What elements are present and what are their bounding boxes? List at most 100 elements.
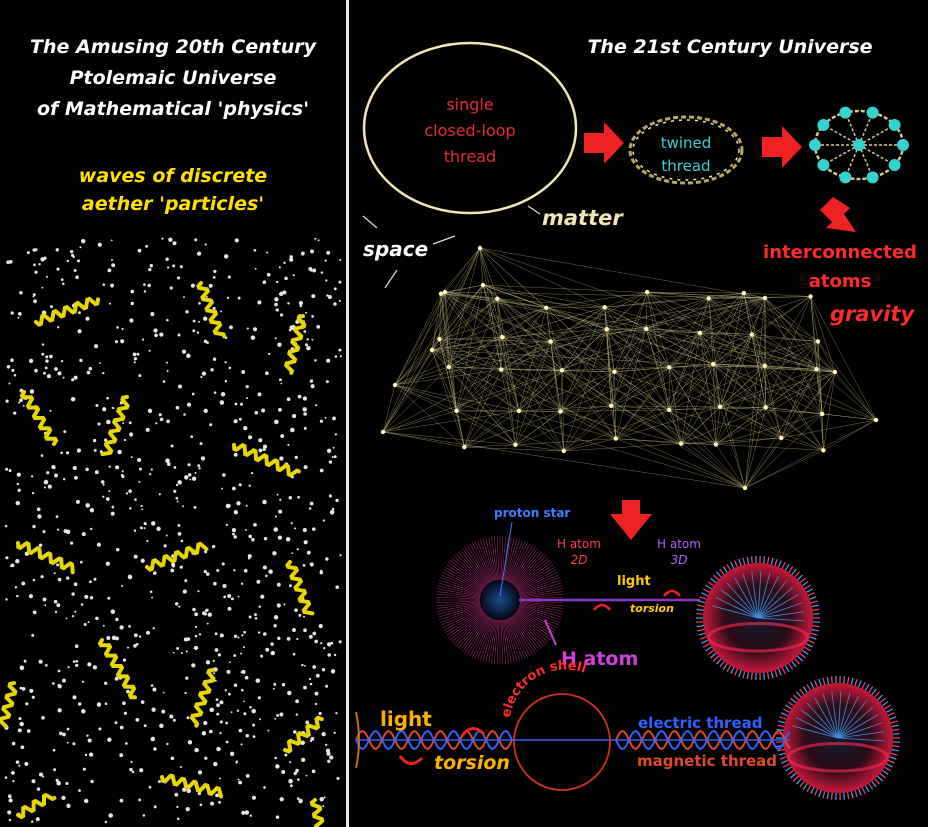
aether-particle — [38, 659, 43, 664]
network-link — [744, 419, 877, 489]
sphere-spike — [784, 665, 790, 672]
radiating-line — [439, 605, 482, 621]
aether-particle — [13, 373, 17, 377]
sphere-internal-thread — [757, 580, 787, 619]
network-link — [546, 307, 612, 406]
aether-particle — [37, 514, 42, 519]
radiating-line — [519, 585, 563, 596]
aether-particle — [302, 407, 307, 412]
sphere-spike — [788, 566, 794, 573]
aether-particle — [153, 328, 158, 333]
aether-particle — [121, 470, 124, 473]
aether-particle — [33, 263, 36, 267]
aether-particle — [280, 313, 284, 317]
network-link — [781, 369, 817, 439]
aether-particle — [151, 596, 154, 599]
network-link — [562, 370, 670, 411]
network-link — [518, 307, 605, 412]
aether-particle — [156, 526, 161, 531]
aether-particle — [178, 605, 181, 608]
aether-particle — [88, 752, 94, 757]
radiating-line — [477, 539, 494, 582]
network-link — [669, 406, 721, 411]
light-threads — [355, 693, 791, 791]
sphere-spike — [722, 566, 728, 573]
atom-node — [817, 119, 830, 132]
network-link — [720, 406, 823, 415]
aether-particle — [241, 634, 244, 637]
aether-particle — [43, 371, 46, 375]
network-link — [502, 328, 607, 338]
aether-particle — [243, 630, 246, 634]
aether-particle — [199, 442, 203, 446]
network-link — [502, 336, 561, 412]
aether-particle — [184, 579, 188, 583]
radiating-line — [513, 614, 545, 647]
radiating-line — [439, 577, 482, 594]
aether-particle — [40, 257, 45, 262]
network-link — [394, 284, 484, 386]
aether-particle — [230, 597, 234, 601]
sphere-spike — [874, 778, 880, 785]
aether-particle — [66, 803, 71, 808]
aether-particle — [282, 290, 287, 295]
aether-particle — [175, 602, 179, 606]
sphere-spike — [778, 560, 782, 568]
sphere-spike — [734, 560, 738, 568]
aether-particle — [95, 616, 99, 621]
aether-particle — [65, 451, 70, 455]
aether-particle — [147, 283, 151, 288]
network-link — [699, 332, 717, 445]
sphere-spike — [884, 704, 891, 710]
sphere-spike — [730, 667, 735, 674]
network-link — [501, 369, 561, 412]
aether-particle — [73, 582, 78, 587]
aether-particle — [289, 784, 293, 788]
aether-particle — [45, 359, 49, 363]
aether-particle — [308, 507, 312, 510]
aether-particle — [177, 333, 181, 337]
aether-particle — [153, 805, 157, 809]
aether-particle — [260, 654, 264, 658]
network-link — [440, 293, 503, 338]
aether-particle — [139, 768, 144, 773]
aether-particle — [240, 688, 244, 692]
network-link — [719, 297, 766, 407]
radiating-line — [504, 537, 515, 581]
aether-particle — [210, 368, 214, 372]
twined-label-line: twined — [660, 134, 712, 152]
aether-particle — [15, 760, 20, 764]
network-link — [646, 328, 714, 365]
sphere-spike — [812, 625, 820, 628]
network-node — [820, 411, 825, 417]
aether-wave — [0, 681, 18, 729]
network-link — [546, 307, 670, 368]
aether-particle — [201, 731, 207, 736]
aether-particle — [24, 761, 29, 766]
aether-particle — [129, 767, 133, 772]
network-link — [444, 291, 551, 342]
aether-particle — [301, 663, 304, 667]
network-link — [744, 450, 824, 489]
aether-waves — [0, 281, 325, 827]
network-link — [456, 370, 563, 412]
aether-particle — [191, 663, 196, 668]
network-link — [708, 296, 811, 299]
radiating-line — [439, 606, 482, 623]
radiating-line — [515, 559, 551, 588]
aether-wave — [145, 541, 209, 572]
sphere-spike — [854, 790, 858, 798]
aether-particle — [98, 727, 102, 731]
aether-particle — [79, 358, 83, 363]
aether-particle — [336, 776, 340, 780]
aether-particle — [319, 419, 323, 423]
radiating-line — [500, 536, 504, 581]
aether-particle — [225, 721, 228, 725]
aether-particle — [34, 270, 38, 274]
radiating-line — [519, 588, 564, 597]
aether-particle — [75, 499, 80, 504]
radiating-line — [444, 610, 483, 634]
radiating-line — [502, 619, 509, 664]
aether-particle — [246, 397, 248, 400]
network-link — [550, 341, 670, 411]
